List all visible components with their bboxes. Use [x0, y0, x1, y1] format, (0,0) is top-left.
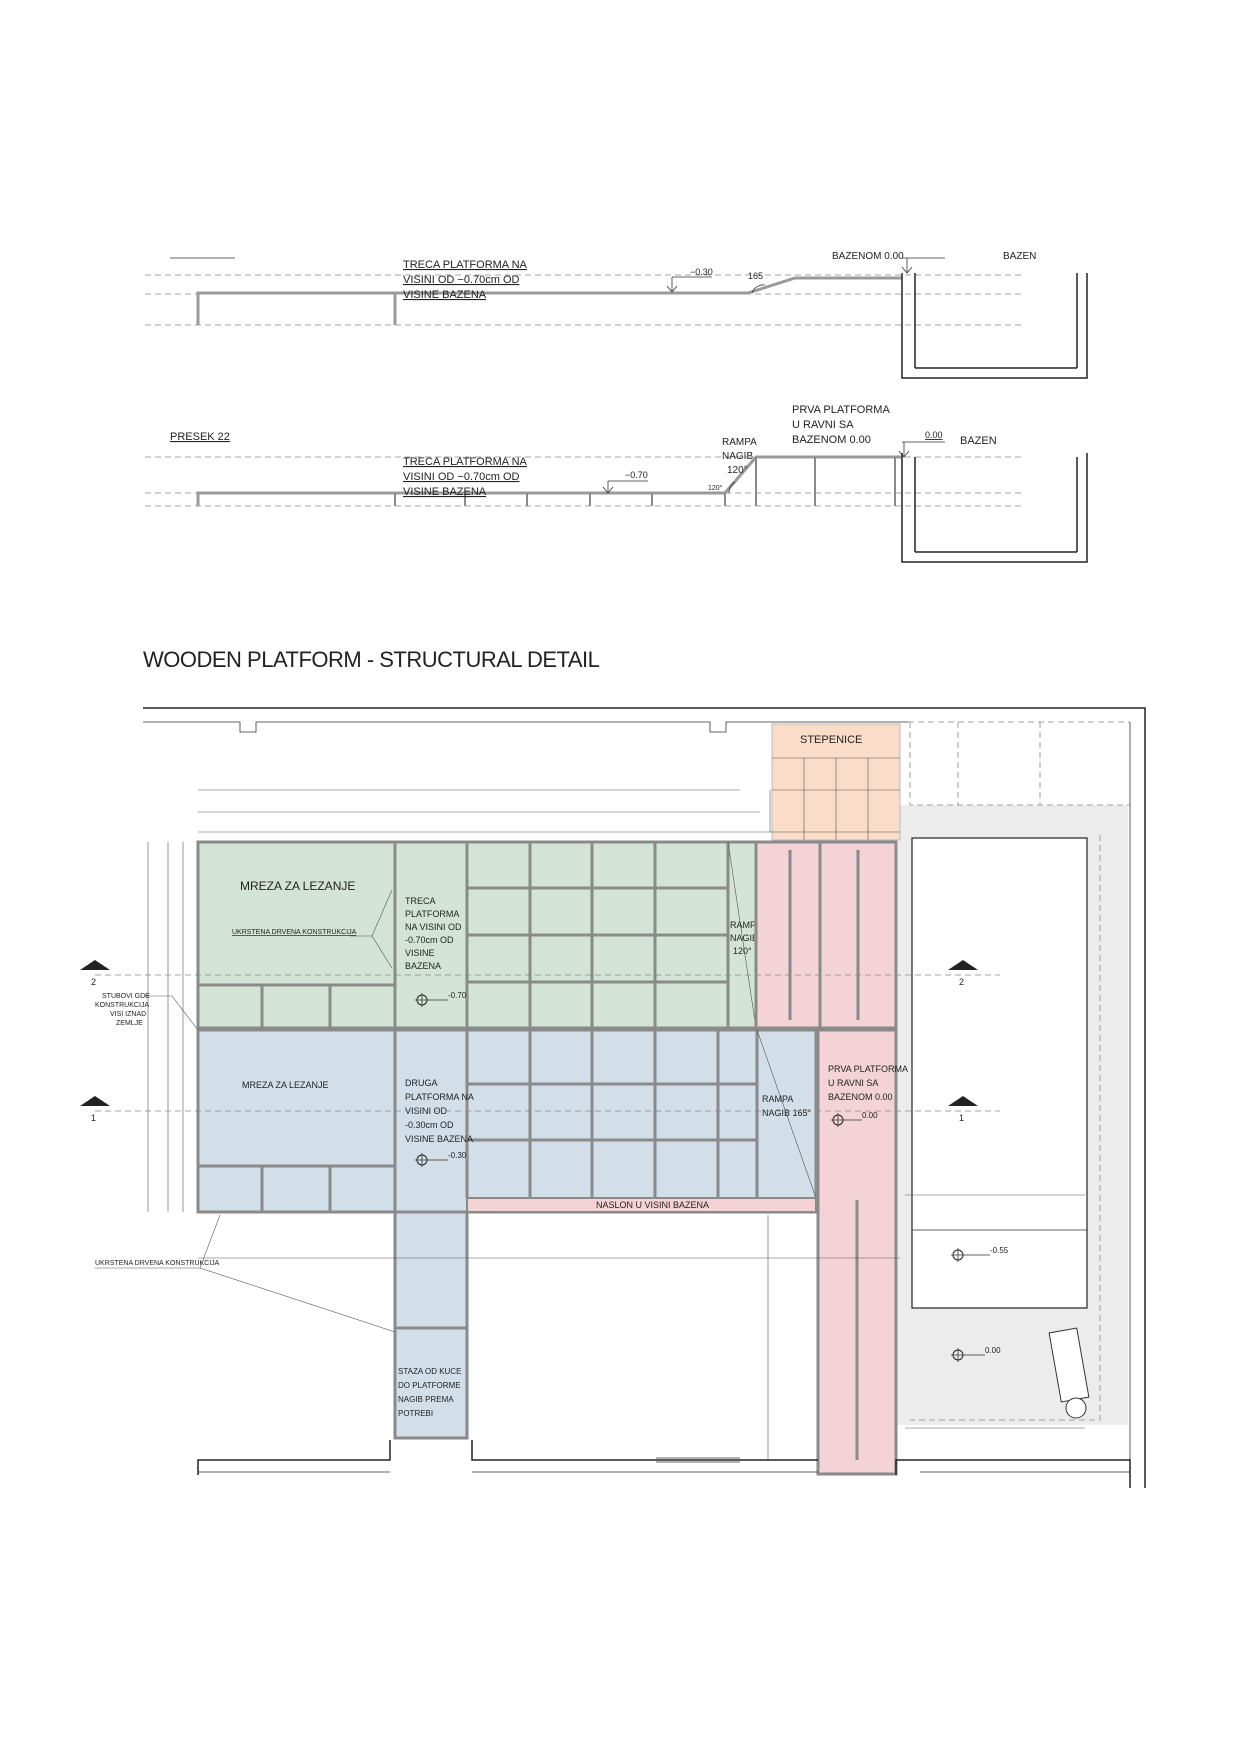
- upper-angle: 165: [748, 271, 763, 281]
- green-platform-line-3: NA VISINI OD: [405, 922, 462, 932]
- green-ramp-line-3: 120°: [733, 946, 752, 956]
- columns-note-line-2: KONSTRUKCIJA: [95, 1002, 149, 1009]
- green-zone-label: MREZA ZA LEZANJE: [240, 879, 355, 893]
- blue-ramp-line-2: NAGIB 165°: [762, 1108, 812, 1118]
- pink-platform-line-3: BAZENOM 0.00: [828, 1092, 893, 1102]
- green-platform-line-2: PLATFORMA: [405, 909, 459, 919]
- lower-first-platform-line-1: PRVA PLATFORMA: [792, 404, 890, 416]
- upper-section: BAZENOM 0.00 BAZEN TRECA PLATFORMA NA VI…: [145, 251, 1088, 379]
- detail-title: WOODEN PLATFORM - STRUCTURAL DETAIL: [143, 647, 600, 672]
- path-line-4: POTREBI: [398, 1409, 433, 1418]
- blue-zone-label: MREZA ZA LEZANJE: [242, 1080, 329, 1090]
- green-platform-line-1: TRECA: [405, 896, 436, 906]
- lower-section: PRESEK 22 TRECA PLATFORMA NA VISINI OD −…: [145, 404, 1088, 563]
- lower-first-platform-line-3: BAZENOM 0.00: [792, 434, 871, 446]
- path-line-1: STAZA OD KUCE: [398, 1367, 461, 1376]
- lower-platform-line-2: VISINI OD −0.70cm OD: [403, 471, 520, 483]
- path-line-3: NAGIB PREMA: [398, 1395, 454, 1404]
- lower-level: −0.70: [625, 470, 648, 480]
- blue-platform-line-2: PLATFORMA NA: [405, 1092, 474, 1102]
- lower-ramp-line-1: RAMPA: [722, 437, 757, 448]
- upper-platform-line-3: VISINE BAZENA: [403, 289, 487, 301]
- blue-platform-line-1: DRUGA: [405, 1078, 438, 1088]
- lower-pool-level: 0.00: [925, 430, 943, 440]
- blue-level: -0.30: [448, 1151, 467, 1160]
- lower-ramp-line-3: 120°: [727, 465, 748, 476]
- path-line-2: DO PLATFORME: [398, 1381, 461, 1390]
- pool-basin: [911, 837, 1088, 1309]
- green-platform-line-6: BAZENA: [405, 961, 441, 971]
- lower-section-title: PRESEK 22: [170, 431, 230, 443]
- columns-note-line-4: ZEMLJE: [116, 1020, 143, 1027]
- green-ramp-line-2: NAGIB: [730, 933, 758, 943]
- green-platform-line-5: VISINE: [405, 948, 435, 958]
- green-platform-line-4: -0.70cm OD: [405, 935, 454, 945]
- stairs-label: STEPENICE: [800, 734, 862, 746]
- pink-zone-upper: [756, 842, 896, 1028]
- green-level: -0.70: [448, 991, 467, 1000]
- lower-first-platform-line-2: U RAVNI SA: [792, 419, 854, 431]
- columns-note-line-3: VISI IZNAD: [110, 1011, 146, 1018]
- pink-platform-line-2: U RAVNI SA: [828, 1078, 878, 1088]
- axis-label-right-2: 2: [959, 977, 964, 987]
- upper-platform-line-1: TRECA PLATFORMA NA: [403, 259, 528, 271]
- axis-label-left-2: 2: [91, 977, 96, 987]
- lower-ramp-angle: 120°: [708, 484, 723, 492]
- path-zone: [395, 1212, 467, 1438]
- lower-platform-line-3: VISINE BAZENA: [403, 486, 487, 498]
- blue-ramp-line-1: RAMPA: [762, 1094, 793, 1104]
- pink-platform-line-1: PRVA PLATFORMA: [828, 1064, 908, 1074]
- green-ramp-line-1: RAMPA: [730, 920, 761, 930]
- axis-label-left-1: 1: [91, 1113, 96, 1123]
- lower-ramp-line-2: NAGIB: [722, 451, 753, 462]
- lounger-icon: [1048, 1327, 1090, 1419]
- upper-cut-label-1: BAZENOM 0.00: [832, 251, 904, 262]
- blue-platform-line-5: VISINE BAZENA: [405, 1134, 473, 1144]
- columns-note-line-1: STUBOVI GDE: [102, 993, 150, 1000]
- lower-pool-label: BAZEN: [960, 435, 997, 447]
- upper-cut-label-2: BAZEN: [1003, 251, 1036, 262]
- cross-note: UKRSTENA DRVENA KONSTRUKCIJA: [95, 1260, 220, 1267]
- blue-platform-line-4: -0.30cm OD: [405, 1120, 454, 1130]
- green-zone-sublabel: UKRSTENA DRVENA KONSTRUKCIJA: [232, 929, 357, 936]
- pool-level-2: 0.00: [985, 1346, 1001, 1355]
- upper-platform-line-2: VISINI OD −0.70cm OD: [403, 274, 520, 286]
- axis-label-right-1: 1: [959, 1113, 964, 1123]
- blue-zone: [198, 1030, 816, 1212]
- pool-level-1: -0.55: [990, 1246, 1009, 1255]
- upper-level: −0.30: [690, 267, 713, 277]
- edge-strip: [466, 1197, 817, 1213]
- pink-level: 0.00: [862, 1111, 878, 1120]
- edge-strip-label: NASLON U VISINI BAZENA: [596, 1200, 709, 1210]
- lower-platform-line-1: TRECA PLATFORMA NA: [403, 456, 528, 468]
- plan: STEPENICE MREZA ZA LEZANJE UKRSTENA DRVE…: [80, 707, 1146, 1488]
